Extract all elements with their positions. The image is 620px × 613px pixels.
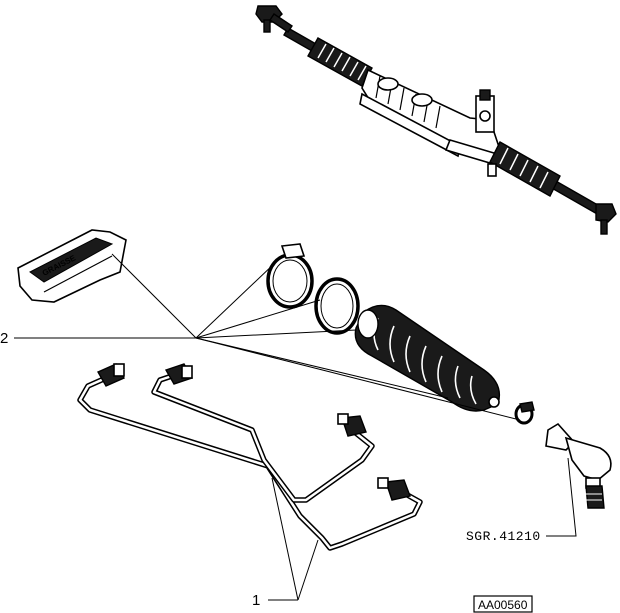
reference-leader: [546, 457, 577, 537]
hydraulic-pipes: [77, 363, 423, 551]
callout-label-1: 1: [252, 592, 260, 609]
figure-code-box: AA00560: [473, 595, 533, 613]
callout-1-leaders: [268, 477, 319, 601]
tie-rod-end: [545, 422, 612, 509]
figure-code: AA00560: [478, 598, 528, 612]
hose-clamp: [266, 243, 314, 309]
pipe-fitting: [97, 363, 125, 387]
rack-gaiter-boot: [354, 304, 501, 412]
callout-2-leaders: [14, 253, 521, 421]
pipe-fitting: [164, 363, 194, 385]
callout-label-2: 2: [0, 330, 8, 347]
small-boot-clip: [514, 401, 535, 425]
o-ring-seal: [314, 277, 360, 335]
grease-pack: GRAISSE: [17, 229, 127, 303]
pipe-fitting: [337, 413, 367, 437]
reference-code: SGR.41210: [466, 529, 541, 544]
pipe-fitting: [377, 477, 411, 501]
steering-rack-assembly: [255, 5, 617, 235]
